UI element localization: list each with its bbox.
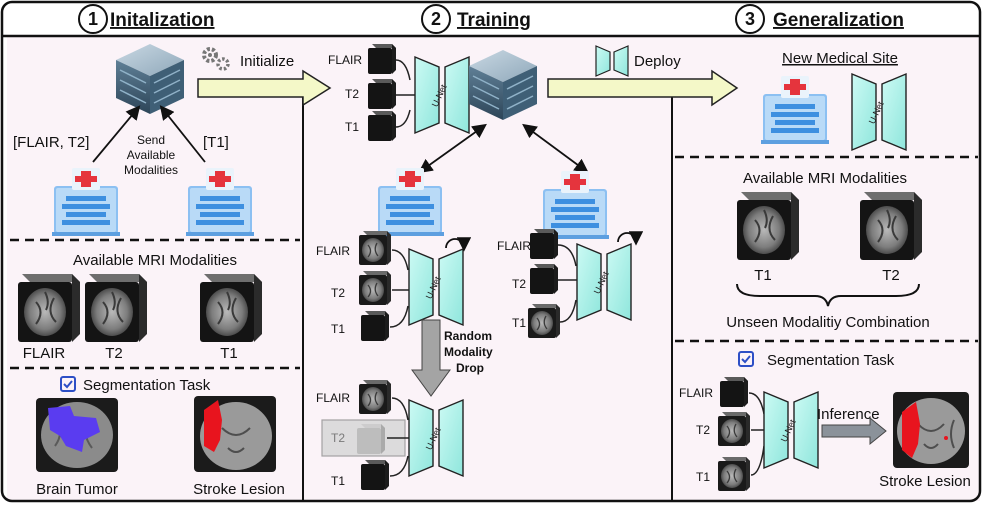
client-left-t2: T2 bbox=[331, 286, 345, 300]
drop-t1: T1 bbox=[331, 474, 345, 488]
init-mod-flair: FLAIR bbox=[23, 345, 66, 362]
client-right-flair: FLAIR bbox=[497, 239, 531, 253]
section-3-header: 3 Generalization bbox=[735, 4, 904, 34]
gen-stroke-lesion-label: Stroke Lesion bbox=[879, 473, 971, 490]
deploy-label: Deploy bbox=[634, 53, 681, 70]
section-3-number-circle bbox=[735, 4, 765, 34]
gears-icon bbox=[202, 47, 230, 71]
train-top-t1: T1 bbox=[345, 120, 359, 134]
init-stroke-lesion-label: Stroke Lesion bbox=[193, 481, 285, 498]
client-left-flair: FLAIR bbox=[316, 244, 350, 258]
init-brain-tumor-label: Brain Tumor bbox=[36, 481, 118, 498]
client-right-loop-icon bbox=[617, 231, 644, 246]
gen-flair: FLAIR bbox=[679, 386, 713, 400]
brain-volume-flair bbox=[17, 273, 81, 343]
drop-t2: T2 bbox=[331, 431, 345, 445]
section-2-header: 2 Training bbox=[421, 4, 531, 34]
gen-task-title: Segmentation Task bbox=[767, 352, 895, 369]
gen-t1b: T1 bbox=[696, 470, 710, 484]
drop-line-3: Drop bbox=[456, 361, 484, 375]
client-left-t1: T1 bbox=[331, 322, 345, 336]
left-modalities-label: [FLAIR, T2] bbox=[13, 134, 89, 151]
initialize-label: Initialize bbox=[240, 53, 294, 70]
brain-volume-t1 bbox=[199, 273, 263, 343]
gen-task-check-icon bbox=[738, 351, 754, 367]
gen-cube-t2 bbox=[717, 411, 751, 447]
section-2-title: Training bbox=[457, 10, 531, 31]
send-arrow-right bbox=[159, 105, 206, 163]
stroke-lesion-image bbox=[194, 396, 276, 472]
section-2-number: 2 bbox=[431, 9, 441, 29]
client-right-t2: T2 bbox=[512, 277, 526, 291]
client-left-connectors bbox=[389, 249, 410, 328]
right-modalities-label: [T1] bbox=[203, 134, 229, 151]
drop-arrow bbox=[411, 319, 451, 397]
combination-brace bbox=[736, 283, 920, 307]
dropped-t2-cube bbox=[357, 424, 385, 454]
gen-t2-label: T2 bbox=[882, 267, 900, 284]
gen-cube-t1 bbox=[717, 456, 751, 492]
drop-line-1: Random bbox=[444, 329, 492, 343]
train-top-connectors bbox=[395, 59, 416, 128]
brain-tumor-image bbox=[36, 398, 118, 472]
client-left-cube-t2 bbox=[358, 270, 392, 306]
drop-flair: FLAIR bbox=[316, 391, 350, 405]
inference-arrow bbox=[821, 416, 887, 446]
brain-volume-t2 bbox=[84, 273, 148, 343]
init-available-title: Available MRI Modalities bbox=[73, 252, 237, 269]
init-mod-t2: T2 bbox=[105, 345, 123, 362]
section-1-number: 1 bbox=[88, 9, 98, 29]
send-line-1: Send bbox=[137, 133, 165, 147]
init-task-title: Segmentation Task bbox=[83, 377, 211, 394]
new-site-label: New Medical Site bbox=[782, 50, 898, 67]
task-check-icon bbox=[60, 376, 76, 392]
deploy-unet-icon bbox=[595, 45, 629, 77]
drop-line-2: Modality bbox=[444, 345, 493, 359]
gen-available-title: Available MRI Modalities bbox=[743, 170, 907, 187]
gen-brain-volume-t1 bbox=[736, 191, 800, 261]
section-1-header: 1 Initalization bbox=[78, 4, 215, 34]
client-right-cube-t1 bbox=[527, 303, 561, 339]
send-line-3: Modalities bbox=[124, 163, 178, 177]
unseen-combination-label: Unseen Modalitiy Combination bbox=[726, 314, 929, 331]
init-mod-t1: T1 bbox=[220, 345, 238, 362]
train-top-t2: T2 bbox=[345, 87, 359, 101]
section-1-number-circle bbox=[78, 4, 108, 34]
gen-t1-label: T1 bbox=[754, 267, 772, 284]
section-1-title: Initalization bbox=[110, 10, 215, 31]
send-arrow-left bbox=[92, 105, 141, 163]
drop-cube-flair bbox=[358, 379, 392, 415]
deploy-arrow bbox=[547, 69, 739, 107]
section-2-number-circle bbox=[421, 4, 451, 34]
train-top-flair: FLAIR bbox=[328, 53, 362, 67]
sync-arrow-right bbox=[522, 123, 589, 174]
gen-stroke-lesion-image bbox=[893, 392, 969, 468]
sync-arrow-left bbox=[418, 123, 487, 174]
client-left-loop-icon bbox=[445, 237, 472, 252]
client-right-connectors bbox=[557, 244, 578, 323]
inference-label: Inference bbox=[817, 406, 880, 423]
initialize-arrow bbox=[197, 69, 332, 107]
send-line-2: Available bbox=[127, 148, 176, 162]
gen-t2b: T2 bbox=[696, 423, 710, 437]
gen-brain-volume-t2 bbox=[859, 191, 923, 261]
client-left-cube-flair bbox=[358, 230, 392, 266]
section-3-number: 3 bbox=[745, 9, 755, 29]
section-3-title: Generalization bbox=[773, 10, 904, 31]
client-right-t1: T1 bbox=[512, 316, 526, 330]
drop-connectors bbox=[387, 397, 410, 477]
